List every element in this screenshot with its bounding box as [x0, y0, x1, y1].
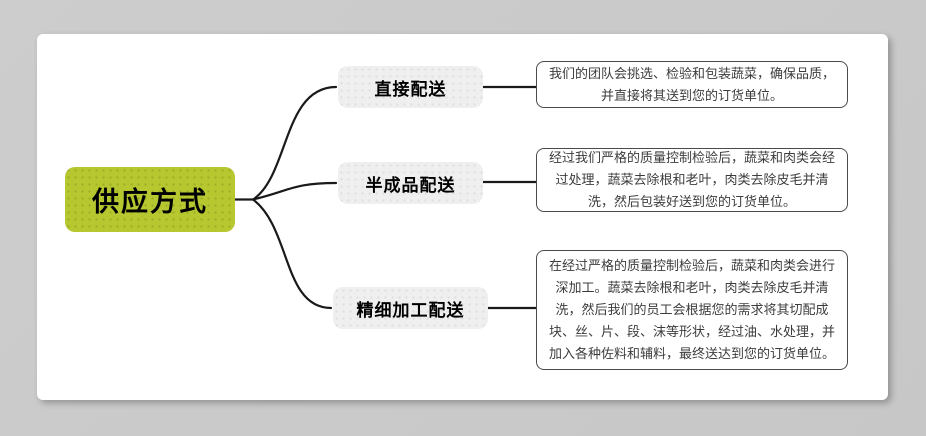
- branch-node-semi-finished-delivery[interactable]: 半成品配送: [338, 162, 483, 204]
- description-direct-delivery: 我们的团队会挑选、检验和包装蔬菜，确保品质，并直接将其送到您的订货单位。: [536, 61, 848, 108]
- connector-root-to-branch-2: [251, 181, 338, 201]
- mindmap-canvas: 供应方式 直接配送 半成品配送 精细加工配送 我们的团队会挑选、检验和包装蔬菜，…: [37, 34, 888, 400]
- branch-node-direct-delivery[interactable]: 直接配送: [338, 66, 483, 108]
- branch-node-fine-processed-delivery[interactable]: 精细加工配送: [333, 287, 488, 329]
- description-semi-finished-delivery: 经过我们严格的质量控制检验后，蔬菜和肉类会经过处理，蔬菜去除根和老叶，肉类去除皮…: [536, 148, 848, 212]
- connector-root-to-branch-1: [233, 85, 338, 201]
- root-node-supply-method[interactable]: 供应方式: [65, 167, 235, 232]
- connector-root-to-branch-3: [251, 198, 333, 310]
- description-fine-processed-delivery: 在经过严格的质量控制检验后，蔬菜和肉类会进行深加工。蔬菜去除根和老叶，肉类去除皮…: [536, 250, 848, 370]
